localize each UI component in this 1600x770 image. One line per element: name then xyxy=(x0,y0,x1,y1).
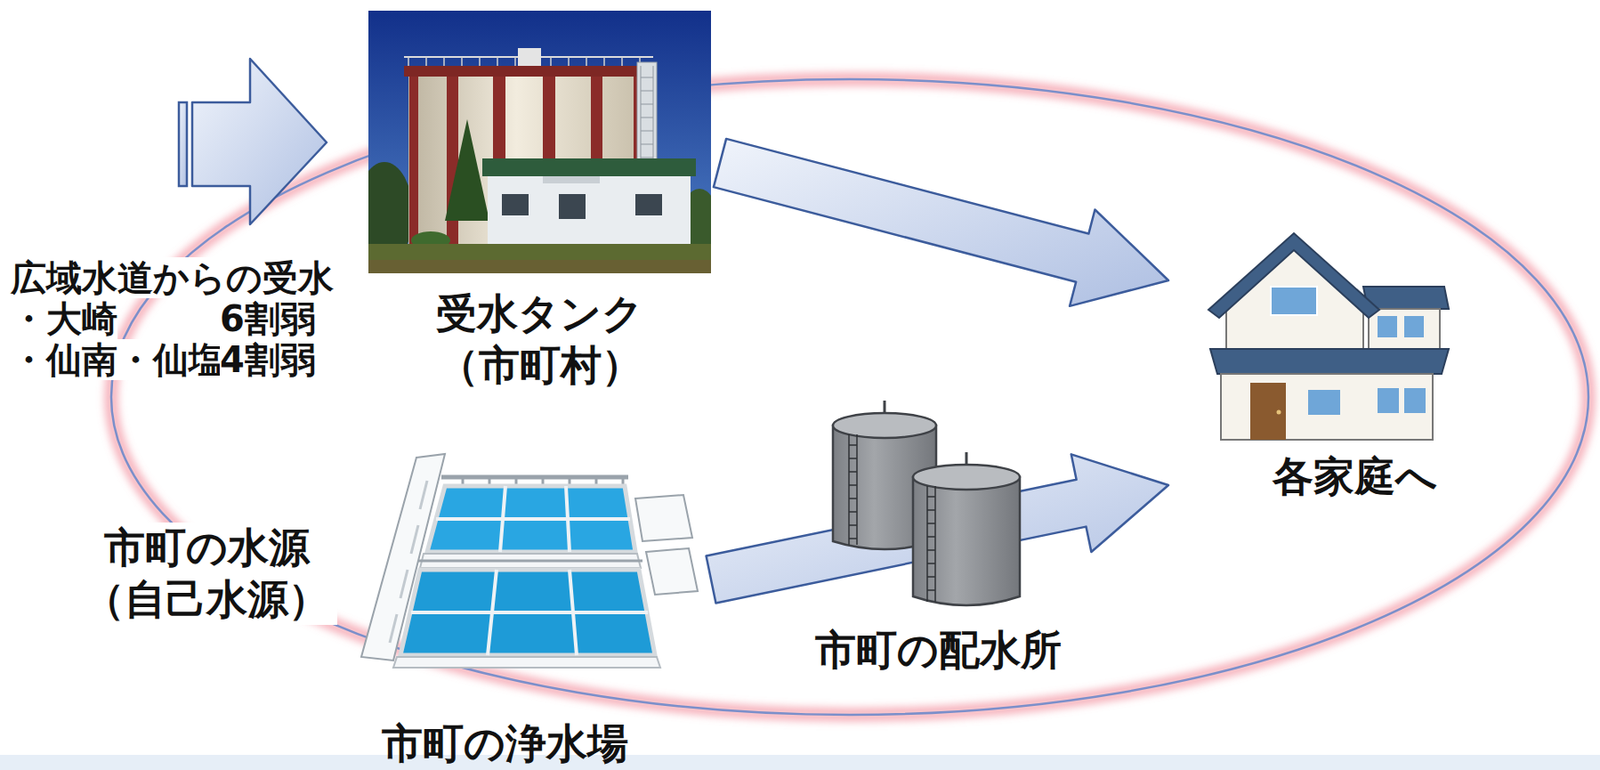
reservoir-illustration xyxy=(832,400,1020,606)
wall xyxy=(1368,308,1440,349)
supply-share: 6割弱 xyxy=(219,298,316,340)
arrow-body xyxy=(192,58,327,225)
antenna xyxy=(883,400,887,413)
tank-top xyxy=(832,412,937,438)
node-label: 各家庭へ xyxy=(1241,452,1468,502)
door-knob xyxy=(1276,410,1282,415)
window xyxy=(1377,387,1399,413)
middle-roof xyxy=(1210,348,1449,374)
house-illustration xyxy=(1208,233,1449,440)
building-roof xyxy=(482,158,696,177)
basin-base xyxy=(393,656,661,668)
arrow-stripe xyxy=(178,102,187,186)
tank-rim xyxy=(404,65,654,77)
supply-heading: 広域水道からの受水 xyxy=(10,257,334,299)
wall xyxy=(1220,373,1433,440)
supply-share: 4割弱 xyxy=(219,339,316,380)
sky xyxy=(368,10,712,274)
pipe-gallery xyxy=(441,475,629,480)
side-roof xyxy=(1363,286,1449,309)
wall xyxy=(1226,247,1364,349)
small-building xyxy=(646,548,698,595)
flow-arrow xyxy=(713,138,1169,307)
supply-source: ・仙南・仙塩 xyxy=(10,339,225,380)
window xyxy=(1308,389,1341,415)
tank-top xyxy=(913,464,1020,490)
node-label: 市町の浄水場 xyxy=(352,720,658,767)
window xyxy=(635,193,663,216)
bottom-band xyxy=(0,754,1600,770)
supply-source: ・大崎 xyxy=(10,298,118,340)
lower-basin xyxy=(400,569,655,655)
plant-illustration xyxy=(361,453,698,668)
distribution-reservoir: 市町の配水所 xyxy=(795,403,1081,678)
basin-walls xyxy=(411,569,648,655)
ladder xyxy=(848,434,857,545)
window xyxy=(1270,286,1318,316)
pillar xyxy=(446,74,459,253)
tank-cap xyxy=(517,48,542,66)
tank-body xyxy=(913,476,1020,606)
canopy xyxy=(542,176,600,184)
node-label: 受水タンク （市町村） xyxy=(425,288,655,391)
window xyxy=(1404,387,1426,413)
pillar xyxy=(409,74,419,253)
household: 各家庭へ xyxy=(1179,229,1468,504)
door xyxy=(1250,382,1286,440)
supply-arrow xyxy=(178,58,327,225)
receiving-tank: 受水タンク （市町村） xyxy=(368,10,712,393)
node-label: 市町の配水所 xyxy=(795,625,1081,675)
pipe-gallery xyxy=(418,559,643,563)
window xyxy=(501,193,529,216)
upper-basin xyxy=(427,485,636,552)
tank-photo xyxy=(368,10,712,274)
building-wall xyxy=(487,176,691,251)
window xyxy=(1404,315,1424,338)
small-building xyxy=(635,494,693,542)
own-source-label: 市町の水源 （自己水源） xyxy=(75,522,338,625)
window xyxy=(558,193,586,219)
antenna xyxy=(965,452,969,465)
grass xyxy=(368,243,712,274)
gable-roof xyxy=(1208,233,1380,318)
soil xyxy=(368,259,712,274)
purification-plant: 市町の浄水場 xyxy=(352,453,703,768)
basin-walls xyxy=(436,485,631,552)
window xyxy=(1377,315,1398,338)
ladder xyxy=(927,485,936,602)
